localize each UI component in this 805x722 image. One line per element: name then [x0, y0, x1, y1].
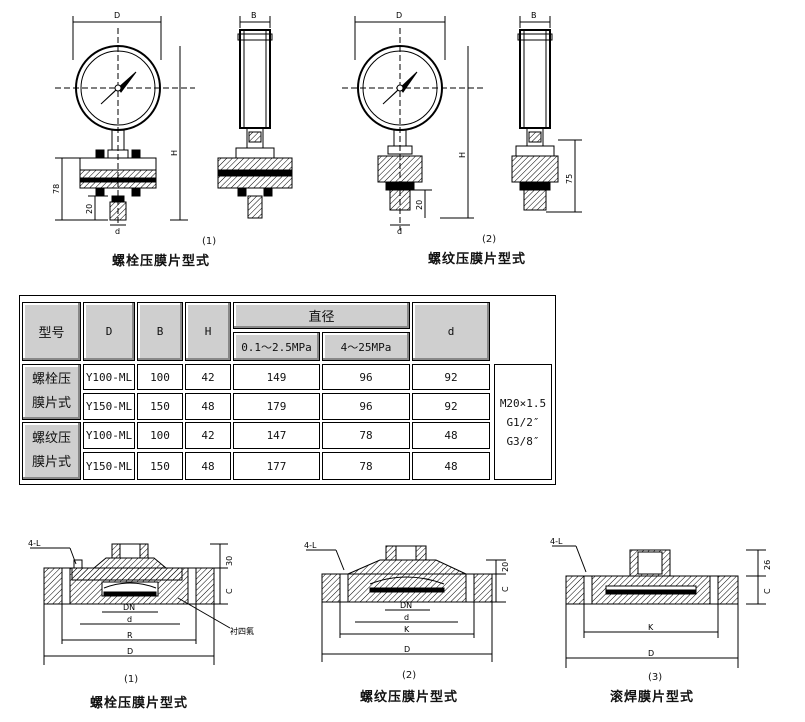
label-20: 20: [501, 562, 510, 572]
label-holes-1: 4-L: [28, 539, 41, 548]
cell-range-1: 147: [233, 422, 320, 449]
cell-model: Y100-ML: [83, 364, 135, 390]
label-holes-2: 4-L: [304, 541, 317, 550]
bottom-figure-2-title: 螺纹压膜片型式: [360, 690, 459, 705]
cell-B: 42: [185, 422, 231, 449]
cell-B: 42: [185, 364, 231, 390]
cell-range-2: 78: [322, 452, 410, 480]
cell-range-2: 96: [322, 393, 410, 420]
label-K-3: K: [648, 623, 654, 632]
dim-d-2: d: [397, 227, 402, 236]
label-K-2: K: [404, 625, 410, 634]
cell-d: 48: [412, 422, 490, 449]
top-figure-1-title: 螺栓压膜片型式: [112, 254, 211, 269]
label-D-b3: D: [648, 649, 654, 658]
cell-d: 92: [412, 364, 490, 390]
group-label-bolt-line1: 螺栓压: [31, 372, 71, 387]
dim-B-1: B: [251, 11, 257, 20]
label-C-1: C: [225, 588, 234, 594]
group-label-bolt: 螺栓压 膜片式: [22, 364, 81, 420]
dim-20-2: 20: [415, 200, 424, 210]
cell-B: 48: [185, 393, 231, 420]
header-diameter: 直径: [233, 302, 410, 329]
group-label-thread: 螺纹压 膜片式: [22, 422, 81, 480]
cell-D: 100: [137, 364, 183, 390]
label-holes-3: 4-L: [550, 537, 563, 546]
header-d: d: [412, 302, 490, 361]
cell-d: 48: [412, 452, 490, 480]
label-D-b1: D: [127, 647, 133, 656]
dim-H-2: H: [458, 152, 467, 158]
thread-spec: M20×1.5 G1/2″ G3/8″: [494, 364, 552, 480]
cell-B: 48: [185, 452, 231, 480]
bottom-figure-3-number: (3): [648, 672, 663, 683]
cell-model: Y150-ML: [83, 452, 135, 480]
label-d-1: d: [127, 615, 132, 624]
top-drawings: D B 78 20 H d D B H 20 d 75: [52, 11, 582, 236]
label-D-b2: D: [404, 645, 410, 654]
dim-H-1: H: [170, 150, 179, 156]
dim-75: 75: [565, 174, 574, 184]
group-label-thread-line2: 膜片式: [31, 455, 71, 470]
dim-78: 78: [52, 184, 61, 194]
group-label-bolt-line2: 膜片式: [31, 396, 71, 411]
bottom-figure-2-number: (2): [402, 670, 417, 681]
bottom-figure-1-number: (1): [124, 674, 139, 685]
dim-D-2: D: [396, 11, 402, 20]
top-figure-2-title: 螺纹压膜片型式: [428, 252, 527, 267]
cell-range-2: 78: [322, 422, 410, 449]
label-DN-1: DN: [123, 603, 135, 612]
label-R-1: R: [127, 631, 133, 640]
dim-B-2: B: [531, 11, 537, 20]
label-30: 30: [225, 556, 234, 566]
top-figure-2-number: (2): [482, 234, 497, 245]
bottom-drawings: 4-L 30 C DN d R D 衬四氟 4-L 20 C DN d K D …: [28, 537, 772, 668]
thread-spec-3: G3/8″: [506, 434, 540, 448]
dim-d-1: d: [115, 227, 120, 236]
label-DN-2: DN: [400, 601, 412, 610]
header-range-2: 4～25MPa: [322, 332, 410, 361]
bottom-figure-3-title: 滚焊膜片型式: [610, 690, 695, 705]
bottom-figure-1-title: 螺栓压膜片型式: [90, 696, 189, 711]
header-D: D: [83, 302, 135, 361]
cell-d: 92: [412, 393, 490, 420]
label-C-2: C: [501, 586, 510, 592]
cell-model: Y100-ML: [83, 422, 135, 449]
dim-D-1: D: [114, 11, 120, 20]
top-figure-1-number: (1): [202, 236, 217, 247]
cell-range-1: 177: [233, 452, 320, 480]
label-d-2: d: [404, 613, 409, 622]
cell-D: 150: [137, 393, 183, 420]
spec-table: 型号 D B H 直径 0.1～2.5MPa 4～25MPa d 螺栓压 膜片式…: [19, 295, 556, 485]
cell-model: Y150-ML: [83, 393, 135, 420]
thread-spec-2: G1/2″: [506, 415, 540, 429]
dim-20-1: 20: [85, 204, 94, 214]
thread-spec-1: M20×1.5: [499, 396, 547, 410]
header-range-1: 0.1～2.5MPa: [233, 332, 320, 361]
cell-range-2: 96: [322, 364, 410, 390]
label-lining: 衬四氟: [230, 626, 254, 636]
label-26: 26: [763, 560, 772, 570]
header-B: B: [137, 302, 183, 361]
header-model: 型号: [22, 302, 81, 361]
cell-D: 150: [137, 452, 183, 480]
cell-D: 100: [137, 422, 183, 449]
cell-range-1: 149: [233, 364, 320, 390]
header-H: H: [185, 302, 231, 361]
label-C-3: C: [763, 588, 772, 594]
group-label-thread-line1: 螺纹压: [31, 431, 71, 446]
cell-range-1: 179: [233, 393, 320, 420]
